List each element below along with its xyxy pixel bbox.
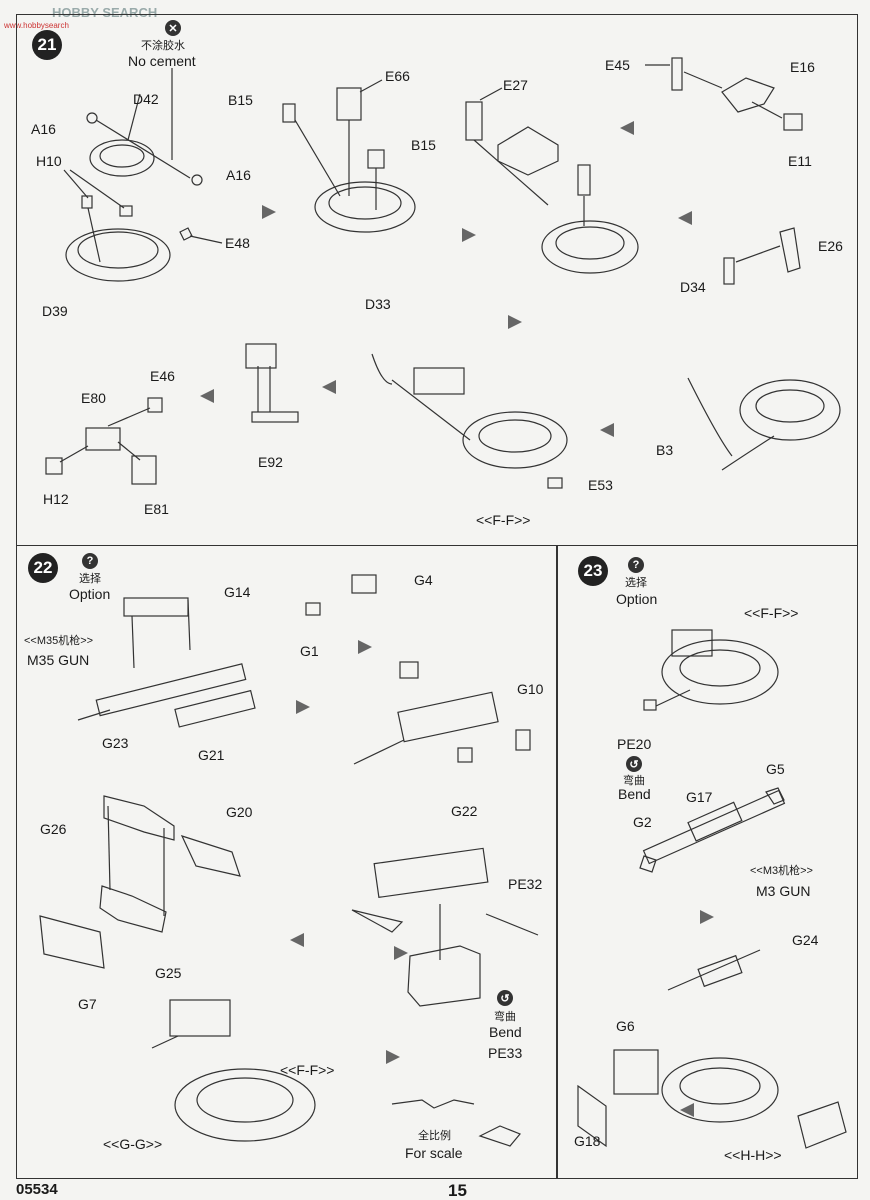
label-e46: E46	[150, 368, 175, 384]
part-d42	[89, 139, 155, 177]
label-b3: B3	[656, 442, 674, 458]
bend-en-23: Bend	[618, 786, 651, 802]
label-g21: G21	[198, 747, 225, 763]
label-h12: H12	[43, 491, 69, 507]
option-en-23: Option	[616, 591, 658, 607]
watermark: HOBBY SEARCH	[52, 5, 158, 20]
label-hh-step23: <<H-H>>	[724, 1147, 782, 1163]
label-e26: E26	[818, 238, 843, 254]
label-e11: E11	[788, 153, 812, 169]
option-icon-23: ?	[628, 557, 644, 573]
label-pe32: PE32	[508, 876, 543, 892]
label-b15-right: B15	[411, 137, 436, 153]
label-h10: H10	[36, 153, 62, 169]
label-e48: E48	[225, 235, 250, 251]
label-g10: G10	[517, 681, 544, 697]
label-ff-step23: <<F-F>>	[744, 605, 799, 621]
bend-cn-23: 弯曲	[623, 775, 645, 787]
no-cement-cn: 不涂胶水	[141, 40, 185, 52]
bend-cn-22: 弯曲	[494, 1011, 516, 1023]
label-d34: D34	[680, 279, 706, 295]
product-code: 05534	[16, 1181, 58, 1198]
step-22-number: 22	[28, 553, 58, 583]
label-g20: G20	[226, 804, 253, 820]
label-b15-left: B15	[228, 92, 253, 108]
label-g18: G18	[574, 1133, 601, 1149]
watermark-site: www.hobbysearch	[4, 21, 69, 30]
label-g22: G22	[451, 803, 478, 819]
m3-gun-cn: <<M3机枪>>	[750, 865, 813, 877]
label-d42: D42	[133, 91, 159, 107]
label-g6: G6	[616, 1018, 635, 1034]
label-g25: G25	[155, 965, 182, 981]
label-g24: G24	[792, 932, 819, 948]
label-e27: E27	[503, 77, 528, 93]
step-21-number: 21	[32, 30, 62, 60]
label-a16-right: A16	[226, 167, 251, 183]
label-g4: G4	[414, 572, 433, 588]
bend-en-22: Bend	[489, 1024, 522, 1040]
for-scale-en: For scale	[405, 1145, 463, 1161]
bend-icon-23: ↺	[626, 756, 642, 772]
page-number: 15	[448, 1181, 467, 1200]
label-g1: G1	[300, 643, 319, 659]
label-d33: D33	[365, 296, 391, 312]
label-e53: E53	[588, 477, 613, 493]
m3-gun-en: M3 GUN	[756, 883, 811, 899]
label-ff-step21: <<F-F>>	[476, 512, 531, 528]
label-e66: E66	[385, 68, 410, 84]
label-ff-step22: <<F-F>>	[280, 1062, 335, 1078]
option-icon-22: ?	[82, 553, 98, 569]
label-g2: G2	[633, 814, 652, 830]
label-e80: E80	[81, 390, 106, 406]
no-cement-en: No cement	[128, 53, 196, 69]
turret-ring-d39	[65, 228, 171, 282]
label-g26: G26	[40, 821, 67, 837]
label-e81: E81	[144, 501, 169, 517]
step-23-panel	[556, 545, 858, 1179]
for-scale-cn: 全比例	[418, 1130, 451, 1142]
label-e16: E16	[790, 59, 815, 75]
option-en-22: Option	[69, 586, 111, 602]
no-cement-icon: ✕	[165, 20, 181, 36]
label-g14: G14	[224, 584, 251, 600]
label-pe20: PE20	[617, 736, 652, 752]
label-g7: G7	[78, 996, 97, 1012]
label-d39: D39	[42, 303, 68, 319]
option-cn-23: 选择	[625, 577, 647, 589]
m35-gun-cn: <<M35机枪>>	[24, 635, 94, 647]
label-g5: G5	[766, 761, 785, 777]
label-e45: E45	[605, 57, 630, 73]
label-gg-step22: <<G-G>>	[103, 1136, 163, 1152]
label-pe33: PE33	[488, 1045, 523, 1061]
option-cn-22: 选择	[79, 573, 101, 585]
step-23-number: 23	[578, 556, 608, 586]
m35-gun-en: M35 GUN	[27, 652, 90, 668]
bend-icon-22: ↺	[497, 990, 513, 1006]
label-g23: G23	[102, 735, 129, 751]
label-e92: E92	[258, 454, 283, 470]
step-22-panel	[16, 545, 558, 1179]
label-g17: G17	[686, 789, 713, 805]
label-a16-left: A16	[31, 121, 56, 137]
